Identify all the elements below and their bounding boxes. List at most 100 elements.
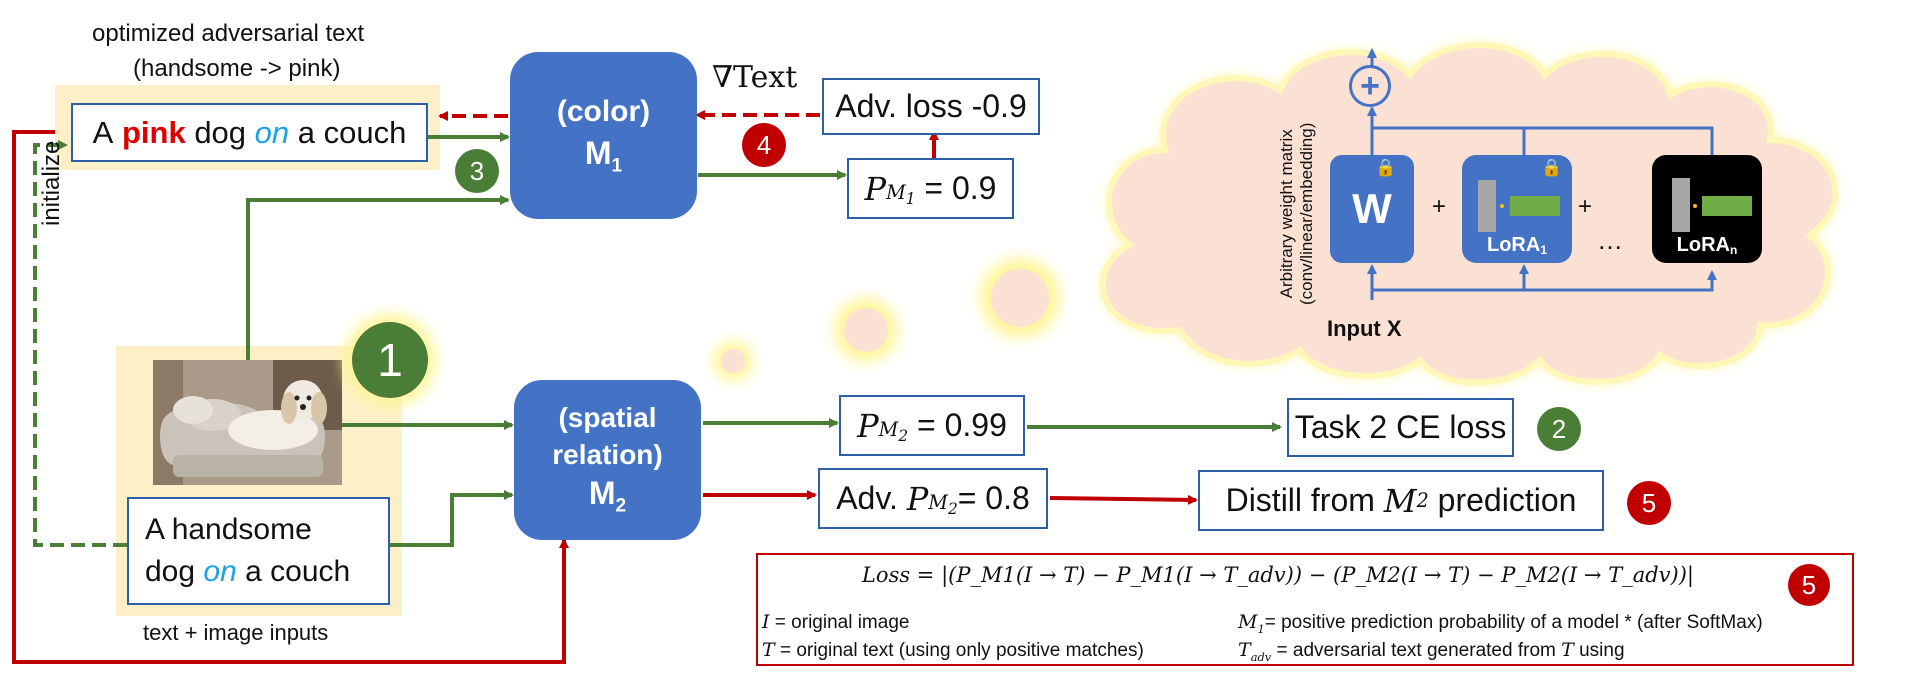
arrow-text-to-m2 bbox=[390, 490, 514, 547]
pm1-sub: M bbox=[886, 181, 906, 205]
pm1-symbol: P bbox=[864, 169, 887, 208]
plus-sign-1: + bbox=[1432, 193, 1447, 220]
lora-1-dot bbox=[1500, 204, 1504, 208]
thought-bubble-medium bbox=[834, 298, 898, 362]
model-m2-line-1: (spatial bbox=[558, 402, 657, 434]
pm1-subsub: 1 bbox=[905, 189, 916, 208]
caption-line-2: (handsome -> pink) bbox=[133, 55, 341, 82]
arrow-initialize bbox=[33, 140, 127, 547]
original-text-line-1: A handsome bbox=[145, 513, 312, 546]
cloud-input-bus bbox=[1370, 272, 1714, 300]
adv-text-pink: pink bbox=[121, 114, 186, 150]
model-m1-name: (color) bbox=[556, 94, 651, 128]
caption-line-1: optimized adversarial text bbox=[92, 20, 365, 47]
adv-text-word: dog bbox=[194, 114, 247, 150]
cloud-axis-line-1: Arbitrary weight matrix bbox=[1277, 129, 1296, 299]
pm2-symbol: P bbox=[857, 406, 879, 445]
step-badge-1: 1 bbox=[352, 322, 428, 398]
legend-sym: M bbox=[1238, 611, 1258, 633]
model-m2: (spatial relation) M2 bbox=[514, 380, 701, 540]
m2-letter: M bbox=[588, 475, 616, 512]
model-m1: (color) M1 bbox=[510, 52, 697, 219]
adv-loss-box: Adv. loss -0.9 bbox=[822, 78, 1040, 135]
legend-text: = original image bbox=[769, 612, 910, 633]
weight-w-label: W bbox=[1352, 185, 1392, 232]
original-text-box: A handsome dog on a couch bbox=[127, 497, 390, 605]
model-m1-symbol: M1 bbox=[585, 132, 622, 179]
model-m2-symbol: M2 bbox=[589, 473, 626, 519]
input-x-label: Input X bbox=[1327, 316, 1402, 341]
lora-1-sub: 1 bbox=[1540, 243, 1547, 257]
gradient-label: ∇Text bbox=[712, 60, 798, 95]
step-badge-5a: 5 bbox=[1627, 481, 1671, 525]
pm2-value: = 0.99 bbox=[917, 407, 1007, 443]
lora-n-sub: n bbox=[1729, 243, 1738, 257]
adv-pm2-value: = 0.8 bbox=[957, 480, 1030, 516]
task2-box: Task 2 CE loss bbox=[1287, 398, 1514, 457]
distill-suffix: prediction bbox=[1437, 482, 1577, 518]
legend-left-2: T = original text (using only positive m… bbox=[762, 639, 1144, 662]
lora-n-dot bbox=[1693, 204, 1697, 208]
lora-1-down-matrix bbox=[1478, 180, 1496, 232]
cloud-axis-label: Arbitrary weight matrix (conv/linear/emb… bbox=[1277, 123, 1318, 305]
legend-right-1: M1= positive prediction probability of a… bbox=[1238, 611, 1763, 636]
m1-letter: M bbox=[584, 135, 612, 172]
legend-right-2: Tadv = adversarial text generated from T… bbox=[1238, 639, 1625, 664]
lora-1-up-matrix bbox=[1510, 196, 1560, 216]
legend-left-1: I = original image bbox=[762, 611, 909, 634]
initialize-label: initialize bbox=[38, 140, 65, 226]
dog-photo bbox=[153, 360, 342, 485]
distill-symbol: M bbox=[1383, 481, 1417, 520]
legend-text: = adversarial text generated from bbox=[1271, 640, 1562, 661]
legend-sub: 1 bbox=[1257, 621, 1265, 636]
arrow-image-to-m1 bbox=[246, 195, 510, 360]
ellipsis: … bbox=[1597, 225, 1623, 255]
lora-n-down-matrix bbox=[1672, 178, 1690, 232]
loss-formula: Loss = |(P_M1(I → T) − P_M1(I → T_adv)) … bbox=[861, 563, 1694, 587]
plus-sign-2: + bbox=[1578, 193, 1593, 220]
lock-icon: 🔒 bbox=[1375, 158, 1397, 177]
step-badge-3: 3 bbox=[455, 149, 499, 193]
legend-sub: adv bbox=[1250, 649, 1272, 664]
original-text-line-2: dog on a couch bbox=[145, 551, 350, 593]
m2-sub: 2 bbox=[615, 495, 627, 517]
arrow-adv-pm2-to-distill bbox=[1049, 494, 1198, 505]
pm2-subsub: 2 bbox=[898, 426, 909, 445]
adv-text-word: a couch bbox=[297, 114, 407, 150]
lora-n-up-matrix bbox=[1702, 196, 1752, 216]
weight-w-block: W bbox=[1330, 155, 1414, 263]
loss-box: Loss = |(P_M1(I → T) − P_M1(I → T_adv)) … bbox=[756, 553, 1854, 666]
sum-node: + bbox=[1349, 65, 1391, 107]
legend-text: = original text (using only positive mat… bbox=[774, 640, 1144, 661]
arrow-adv-text-to-m2 bbox=[12, 130, 569, 664]
lock-icon: 🔒 bbox=[1541, 158, 1563, 177]
adv-text-on: on bbox=[254, 114, 290, 150]
legend-sym: T bbox=[762, 639, 775, 661]
orig-text-word: dog bbox=[145, 555, 196, 588]
thought-bubble-small bbox=[713, 341, 753, 381]
adv-pm2-subsub: 2 bbox=[947, 499, 958, 518]
lora-1-label: LoRA bbox=[1486, 234, 1541, 256]
adv-text-word: A bbox=[92, 114, 114, 150]
cloud-output-bus bbox=[1370, 126, 1714, 155]
thought-bubble-large bbox=[980, 258, 1060, 338]
bottom-caption: text + image inputs bbox=[143, 620, 329, 645]
legend-sym: T bbox=[1561, 639, 1574, 661]
adversarial-text-box: A pink dog on a couch bbox=[71, 103, 428, 162]
step-badge-4: 4 bbox=[742, 123, 786, 167]
lora-n-label: LoRA bbox=[1676, 234, 1730, 256]
pm1-value: = 0.9 bbox=[924, 170, 997, 206]
step-badge-2: 2 bbox=[1537, 407, 1581, 451]
input-image bbox=[153, 360, 342, 485]
m1-sub: 1 bbox=[611, 155, 623, 177]
orig-text-on: on bbox=[203, 555, 237, 588]
model-m2-line-2: relation) bbox=[552, 438, 663, 470]
adv-pm2-symbol: P bbox=[906, 479, 929, 518]
distill-text: Distill from bbox=[1225, 482, 1375, 518]
adv-pm2-prefix: Adv. bbox=[836, 480, 898, 516]
